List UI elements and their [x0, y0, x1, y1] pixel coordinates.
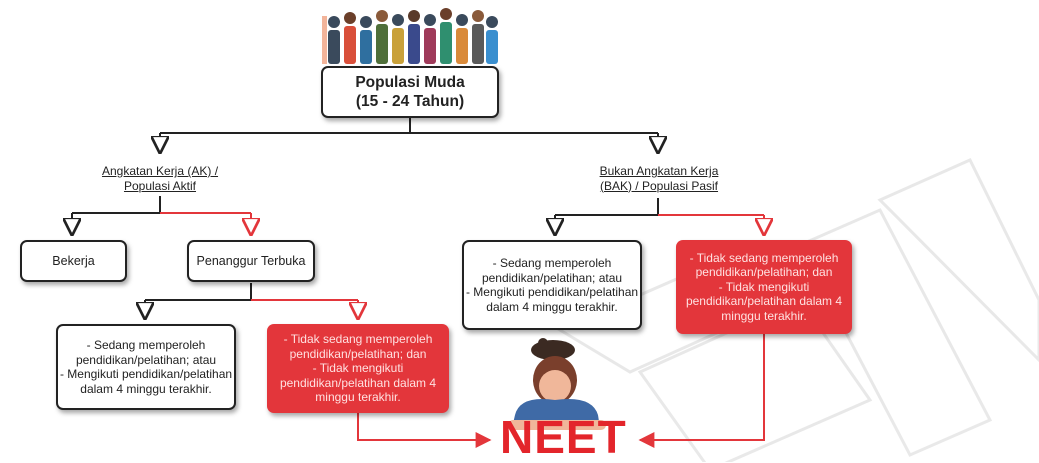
bak-not-in-education-node: - Tidak sedang memperoleh pendidikan/pel… — [676, 240, 852, 334]
connectors-black — [72, 118, 658, 318]
ak-not-in-education-node: - Tidak sedang memperoleh pendidikan/pel… — [267, 324, 449, 413]
root-node: Populasi Muda (15 - 24 Tahun) — [321, 66, 499, 118]
bekerja-node: Bekerja — [20, 240, 127, 282]
bak-not-in-education-text: - Tidak sedang memperoleh pendidikan/pel… — [685, 250, 843, 323]
crowd-icon — [322, 8, 498, 64]
neet-label: NEET — [500, 411, 627, 463]
ak-not-in-education-text: - Tidak sedang memperoleh pendidikan/pel… — [279, 332, 437, 405]
bak-in-education-text: - Sedang memperoleh pendidikan/pelatihan… — [465, 256, 639, 314]
bak-in-education-node: - Sedang memperoleh pendidikan/pelatihan… — [462, 240, 642, 330]
penganggur-node: Penanggur Terbuka — [187, 240, 315, 282]
connectors-red — [160, 212, 764, 448]
branch-label-bak: Bukan Angkatan Kerja (BAK) / Populasi Pa… — [599, 164, 719, 193]
penganggur-label: Penanggur Terbuka — [196, 254, 306, 268]
branch-label-ak: Angkatan Kerja (AK) / Populasi Aktif — [101, 164, 219, 193]
root-title: Populasi Muda (15 - 24 Tahun) — [355, 74, 465, 110]
ak-in-education-text: - Sedang memperoleh pendidikan/pelatihan… — [59, 338, 233, 396]
sleeping-person-icon — [508, 338, 606, 430]
bekerja-label: Bekerja — [52, 254, 95, 268]
ak-in-education-node: - Sedang memperoleh pendidikan/pelatihan… — [56, 324, 236, 410]
